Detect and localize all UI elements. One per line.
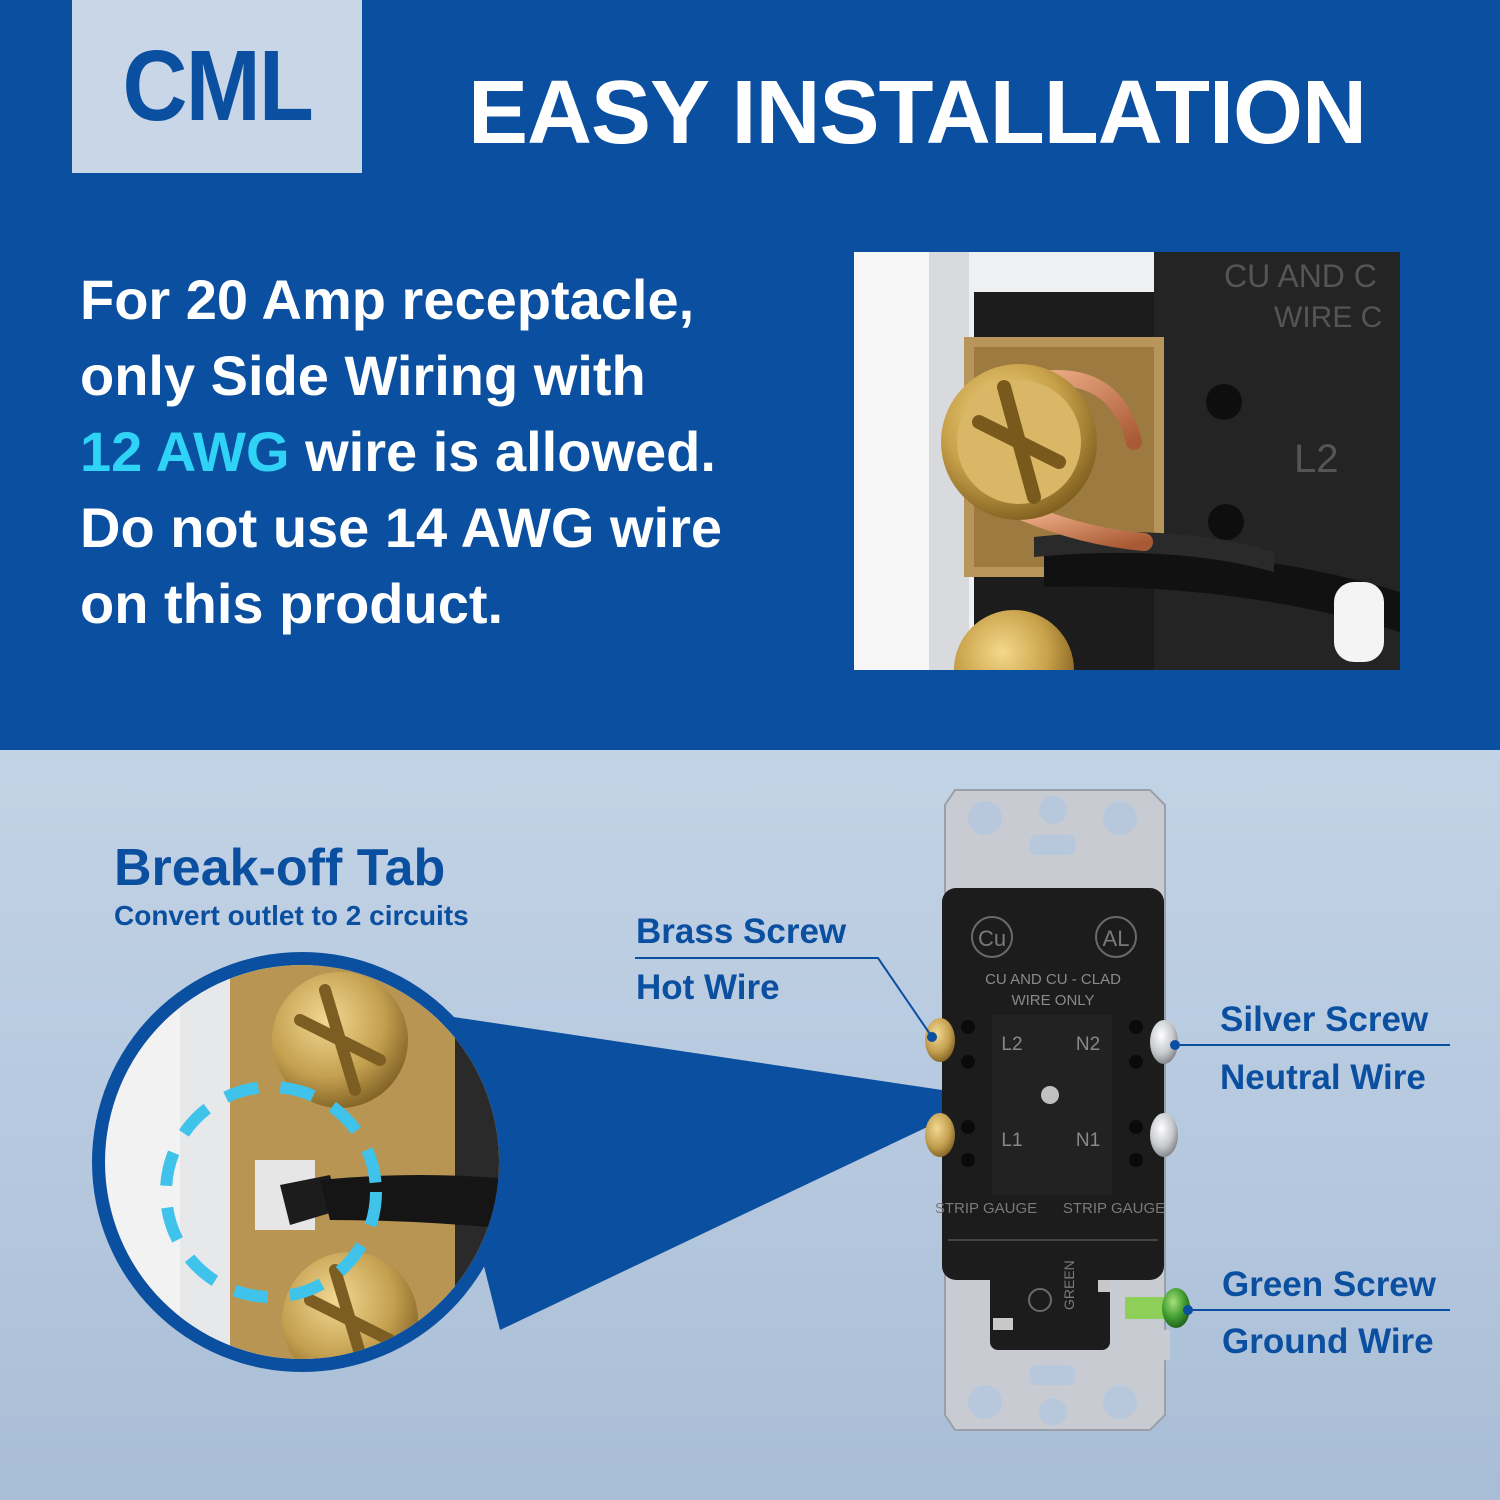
page-title: EASY INSTALLATION xyxy=(468,63,1367,163)
hot-wire-label: Hot Wire xyxy=(636,968,780,1007)
terminal-n1-mark: N1 xyxy=(1076,1130,1100,1151)
brass-screw-leader xyxy=(635,957,933,1038)
terminal-l2-mark: L2 xyxy=(1001,1034,1022,1055)
note-line-3-rest: wire is allowed. xyxy=(289,420,716,483)
brass-screw-top xyxy=(925,1018,955,1062)
note-line-2: only Side Wiring with xyxy=(80,344,646,407)
wire-rating-line2: WIRE ONLY xyxy=(1011,992,1094,1009)
green-mark: GREEN xyxy=(1061,1260,1077,1310)
cu-mark: Cu xyxy=(978,926,1006,951)
wiring-note: For 20 Amp receptacle, only Side Wiring … xyxy=(80,262,820,642)
wire-rating-line1: CU AND CU - CLAD xyxy=(985,971,1121,988)
note-line-4: Do not use 14 AWG wire xyxy=(80,496,723,559)
al-mark: AL xyxy=(1103,926,1130,951)
green-screw-label: Green Screw xyxy=(1222,1265,1436,1304)
photo-terminal-mark: L2 xyxy=(1294,437,1339,481)
breakoff-zoom-circle xyxy=(92,952,512,1372)
side-wiring-illustration: L2 CU AND C WIRE C xyxy=(854,252,1400,670)
silver-screw-label: Silver Screw xyxy=(1220,1000,1429,1039)
strip-gauge-left: STRIP GAUGE xyxy=(935,1200,1037,1217)
brass-screw-label: Brass Screw xyxy=(636,912,847,951)
brand-logo: CML xyxy=(72,0,362,173)
ground-wire-label: Ground Wire xyxy=(1222,1322,1434,1361)
neutral-wire-label: Neutral Wire xyxy=(1220,1058,1426,1097)
note-line-3: 12 AWG wire is allowed. xyxy=(80,414,820,490)
breakoff-tab-highlight-ring xyxy=(160,1081,382,1303)
breakoff-tab-title: Break-off Tab xyxy=(114,839,446,897)
terminal-l1-mark: L1 xyxy=(1001,1130,1022,1151)
photo-mark-line1: CU AND C xyxy=(1224,258,1377,294)
outlet-body: Cu AL CU AND CU - CLAD WIRE ONLY L2 N2 L… xyxy=(935,888,1165,1350)
green-ground-screw xyxy=(1125,1288,1190,1360)
silver-screw-bottom xyxy=(1150,1113,1178,1157)
strip-gauge-right: STRIP GAUGE xyxy=(1063,1200,1165,1217)
photo-mark-line2: WIRE C xyxy=(1274,301,1382,334)
breakoff-tab-subtitle: Convert outlet to 2 circuits xyxy=(114,900,469,931)
brass-screw-bottom xyxy=(925,1113,955,1157)
terminal-n2-mark: N2 xyxy=(1076,1034,1100,1055)
note-awg-highlight: 12 AWG xyxy=(80,420,290,483)
side-wiring-photo: L2 CU AND C WIRE C xyxy=(854,252,1400,670)
silver-screw-top xyxy=(1150,1020,1178,1064)
note-line-5: on this product. xyxy=(80,572,504,635)
zoom-connector xyxy=(420,1012,942,1330)
note-line-1: For 20 Amp receptacle, xyxy=(80,268,695,331)
brand-logo-text: CML xyxy=(122,30,313,142)
